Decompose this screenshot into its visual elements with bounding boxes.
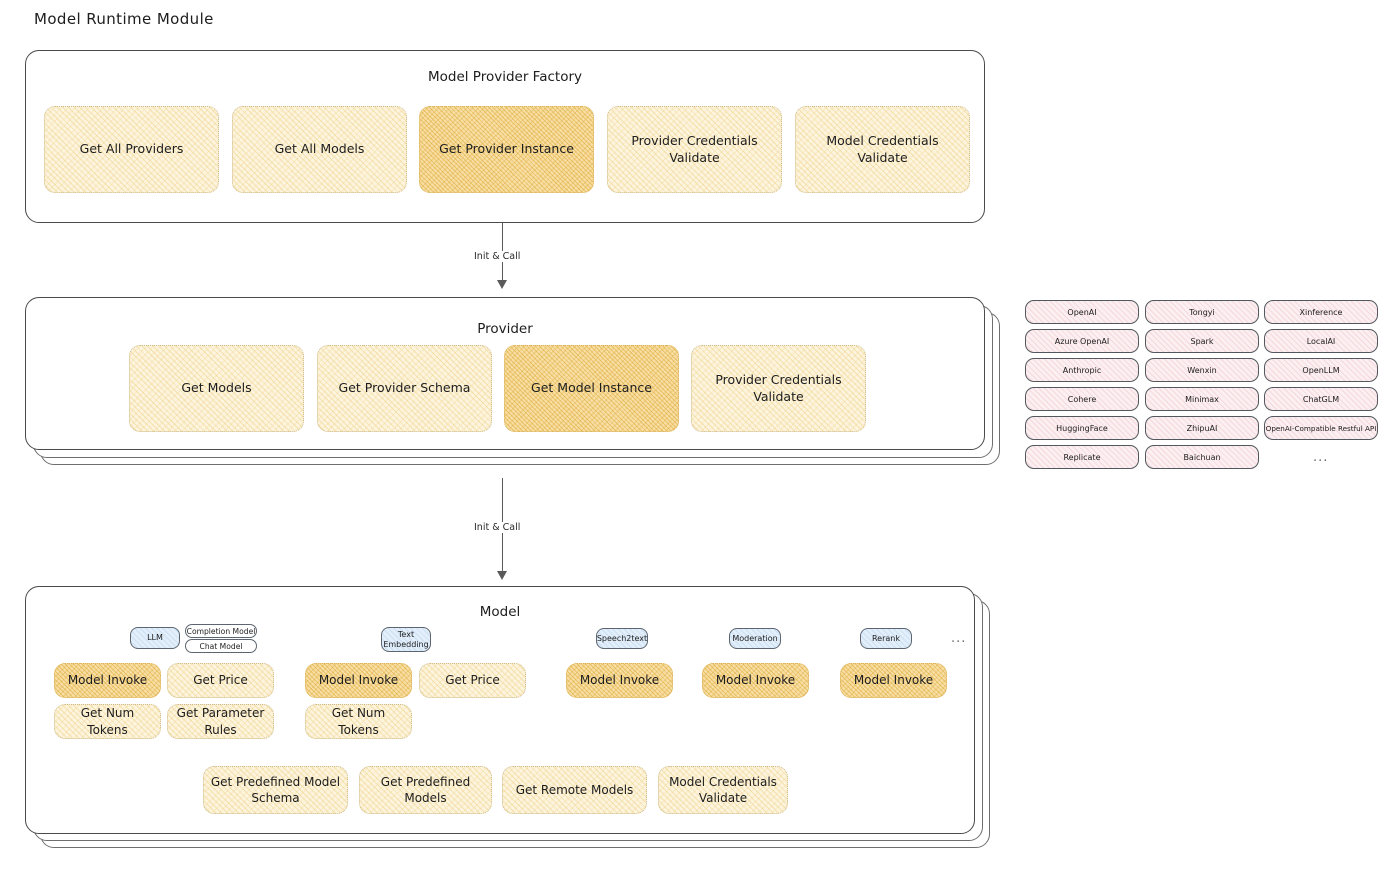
provider-chip-anthropic[interactable]: Anthropic [1025,358,1139,382]
provider-chip-spark[interactable]: Spark [1145,329,1259,353]
provider-list-ellipsis: ... [1313,450,1329,465]
factory-fn-model-credentials-validate[interactable]: Model Credentials Validate [795,106,970,193]
model-moderation-fn-model-invoke[interactable]: Model Invoke [702,663,809,698]
model-speech2text-fn-model-invoke[interactable]: Model Invoke [566,663,673,698]
model-fn-model-credentials-validate[interactable]: Model Credentials Validate [658,766,788,814]
model-text-embedding-fn-get-num-tokens[interactable]: Get Num Tokens [305,704,412,739]
provider-fn-get-provider-schema[interactable]: Get Provider Schema [317,345,492,432]
model-llm-fn-get-num-tokens[interactable]: Get Num Tokens [54,704,161,739]
provider-chip-localai[interactable]: LocalAI [1264,329,1378,353]
model-types-ellipsis: ... [951,631,967,646]
model-rerank-fn-model-invoke[interactable]: Model Invoke [840,663,947,698]
provider-chip-openai-compatible-restful-api[interactable]: OpenAI-Compatible Restful API [1264,416,1378,440]
provider-fn-get-model-instance[interactable]: Get Model Instance [504,345,679,432]
model-llm-fn-model-invoke[interactable]: Model Invoke [54,663,161,698]
arrow-provider-to-model-head [497,571,507,580]
model-subtype-badge-completion-model[interactable]: Completion Model [185,624,257,638]
model-type-badge-rerank[interactable]: Rerank [860,628,912,649]
model-llm-fn-get-parameter-rules[interactable]: Get Parameter Rules [167,704,274,739]
model-type-badge-llm[interactable]: LLM [130,627,180,649]
provider-chip-wenxin[interactable]: Wenxin [1145,358,1259,382]
model-title: Model [479,604,521,620]
provider-chip-huggingface[interactable]: HuggingFace [1025,416,1139,440]
provider-chip-azure-openai[interactable]: Azure OpenAI [1025,329,1139,353]
factory-fn-get-all-models[interactable]: Get All Models [232,106,407,193]
model-type-badge-speech2text[interactable]: Speech2text [596,628,648,649]
model-type-badge-moderation[interactable]: Moderation [729,628,781,649]
provider-chip-cohere[interactable]: Cohere [1025,387,1139,411]
model-text-embedding-fn-model-invoke[interactable]: Model Invoke [305,663,412,698]
provider-title: Provider [477,321,533,337]
factory-fn-provider-credentials-validate[interactable]: Provider Credentials Validate [607,106,782,193]
provider-chip-zhipuai[interactable]: ZhipuAI [1145,416,1259,440]
model-type-badge-text-embedding[interactable]: Text Embedding [381,627,431,652]
model-llm-fn-get-price[interactable]: Get Price [167,663,274,698]
model-fn-get-remote-models[interactable]: Get Remote Models [502,766,647,814]
model-fn-get-predefined-model-schema[interactable]: Get Predefined Model Schema [203,766,348,814]
provider-chip-xinference[interactable]: Xinference [1264,300,1378,324]
arrow-provider-to-model-label: Init & Call [470,522,525,533]
provider-chip-minimax[interactable]: Minimax [1145,387,1259,411]
model-provider-factory-title: Model Provider Factory [427,69,582,85]
provider-chip-tongyi[interactable]: Tongyi [1145,300,1259,324]
provider-fn-provider-credentials-validate[interactable]: Provider Credentials Validate [691,345,866,432]
factory-fn-get-all-providers[interactable]: Get All Providers [44,106,219,193]
provider-chip-openllm[interactable]: OpenLLM [1264,358,1378,382]
factory-fn-get-provider-instance[interactable]: Get Provider Instance [419,106,594,193]
provider-chip-chatglm[interactable]: ChatGLM [1264,387,1378,411]
arrow-factory-to-provider-head [497,280,507,289]
page-title: Model Runtime Module [34,10,214,28]
provider-chip-replicate[interactable]: Replicate [1025,445,1139,469]
provider-chip-baichuan[interactable]: Baichuan [1145,445,1259,469]
model-fn-get-predefined-models[interactable]: Get Predefined Models [359,766,492,814]
provider-fn-get-models[interactable]: Get Models [129,345,304,432]
provider-chip-openai[interactable]: OpenAI [1025,300,1139,324]
model-text-embedding-fn-get-price[interactable]: Get Price [419,663,526,698]
arrow-factory-to-provider-label: Init & Call [470,251,525,262]
model-subtype-badge-chat-model[interactable]: Chat Model [185,639,257,653]
